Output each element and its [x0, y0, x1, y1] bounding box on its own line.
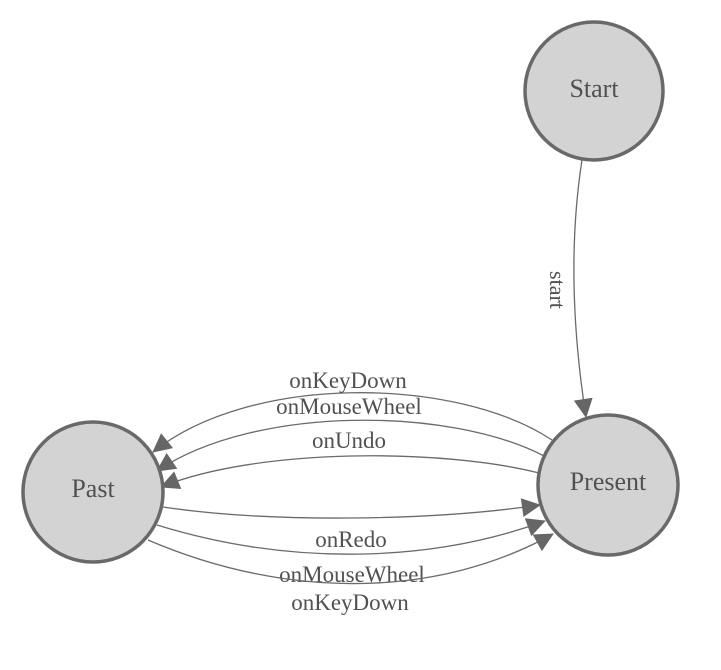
edge-label-onkeydown-bottom: onKeyDown: [291, 590, 409, 615]
edge-path-past-present-3: [147, 533, 554, 585]
edge-path-past-present-2: [156, 518, 546, 555]
edge-past-to-present-onkeydown: onKeyDown: [147, 533, 554, 615]
edge-past-to-present-onredo: onRedo: [162, 498, 541, 552]
edge-label-onkeydown-top: onKeyDown: [289, 368, 407, 393]
edge-label-onmousewheel-top: onMouseWheel: [276, 394, 422, 419]
state-circle-past[interactable]: [21, 420, 165, 564]
state-label-past: Past: [71, 474, 115, 503]
edge-path-present-past-1: [152, 392, 553, 453]
state-label-present: Present: [570, 467, 647, 496]
edge-path-present-past-3: [160, 455, 540, 490]
edge-label-start: start: [545, 271, 570, 309]
edge-label-onredo: onRedo: [315, 527, 387, 552]
state-node-past[interactable]: Past: [21, 420, 165, 564]
edge-present-to-past-onundo: onUndo: [160, 428, 540, 490]
edge-path-past-present-1: [162, 498, 541, 519]
edge-present-to-past-onmousewheel: onMouseWheel: [156, 394, 545, 472]
edge-present-to-past-onkeydown: onKeyDown: [152, 368, 553, 453]
edge-path-present-past-2: [156, 419, 545, 472]
edge-path-start-present: [573, 159, 593, 418]
state-label-start: Start: [569, 74, 619, 103]
edge-start-to-present: start: [545, 159, 593, 418]
edge-label-onmousewheel-bottom: onMouseWheel: [279, 562, 425, 587]
state-circle-start[interactable]: [523, 20, 665, 162]
edge-label-onundo: onUndo: [312, 428, 386, 453]
state-node-present[interactable]: Present: [536, 413, 680, 557]
state-node-start[interactable]: Start: [523, 20, 665, 162]
state-circle-present[interactable]: [536, 413, 680, 557]
edge-past-to-present-onmousewheel: onMouseWheel: [156, 518, 546, 587]
